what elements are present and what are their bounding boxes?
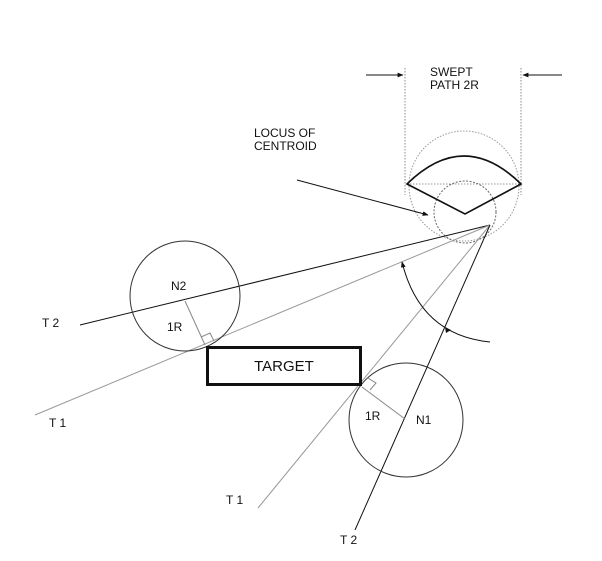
trajectory-t2-lower: [354, 224, 491, 531]
n2-radius-label: 1R: [167, 320, 183, 334]
swept-circle: [408, 130, 520, 242]
n1-label: N1: [416, 413, 432, 427]
trajectory-t1-left: [34, 224, 491, 416]
swept-sector: [405, 155, 523, 215]
locus-label-line2: CENTROID: [254, 139, 317, 153]
n2-radius: [184, 300, 206, 346]
n1-circle: [348, 362, 464, 478]
swept-path-label-line2: PATH 2R: [430, 78, 479, 92]
t1-left-label: T 1: [49, 416, 67, 430]
t2-upper-label: T 2: [42, 316, 60, 330]
n2-label: N2: [171, 279, 187, 293]
n1-right-angle-marker: [367, 377, 377, 391]
centroid-circle: [433, 180, 497, 244]
n1-radius-label: 1R: [365, 409, 381, 423]
n2-circle: [129, 240, 241, 352]
t1-lower-label: T 1: [226, 493, 244, 507]
target-box: TARGET: [206, 346, 362, 386]
rotation-arc-arrowhead: [445, 327, 451, 333]
rotation-arc-arrow: [400, 261, 491, 343]
target-label: TARGET: [254, 357, 314, 375]
t2-lower-label: T 2: [340, 533, 358, 547]
locus-label-line1: LOCUS OF: [254, 126, 316, 140]
trajectory-t1-lower: [257, 224, 491, 509]
n1-radius: [361, 386, 406, 420]
locus-arrow: [296, 179, 429, 216]
swept-path-label-line1: SWEPT: [430, 65, 473, 79]
n2-right-angle-marker: [200, 332, 215, 342]
trajectory-t2-upper: [79, 224, 491, 326]
